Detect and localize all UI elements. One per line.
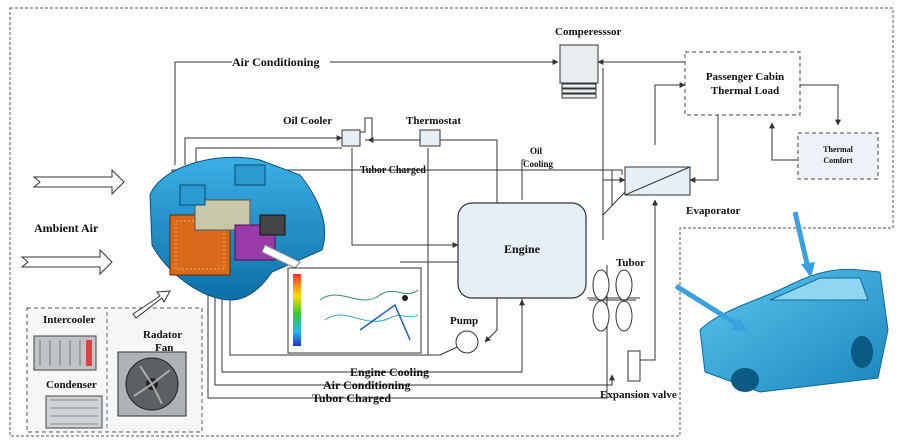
condenser-label: Condenser [46,379,97,391]
ambient-air-arrow-bottom [20,248,113,276]
oil-cooling-label-2: Cooling [523,159,554,169]
condenser-image [45,395,103,429]
inset-pointer-arrow [132,290,171,319]
radiator-fan-image [117,351,187,417]
engine-box [457,202,587,299]
oil-cooler-box [341,129,361,147]
car-model [699,268,889,393]
pump-icon [455,330,479,354]
heat-arrow-right [792,211,815,278]
thermal-comfort-box [797,132,879,180]
ambient-air-label: Ambient Air [34,221,99,235]
compressor-icon [559,44,599,99]
tubor-charged-top-label: Tubor Charged [360,165,426,176]
tubor-charged-bottom-label: Tubor Charged [312,391,392,405]
intercooler-image [33,335,97,371]
evaporator-label: Evaporator [686,205,741,217]
engine-bay-model [149,156,326,301]
tubor-label: Tubor [616,257,645,269]
outer-boundary [9,7,894,437]
fan-label: Fan [155,342,174,354]
passenger-cabin-box [684,51,801,116]
oil-cooler-label: Oil Cooler [283,115,333,127]
compressor-label: Comperesssor [555,26,622,38]
engine-label: Engine [503,242,540,256]
thermostat-box [419,129,441,147]
engine-cooling-label: Engine Cooling [350,365,430,379]
oil-cooling-label-1: Oil [530,146,543,156]
thermal-comfort-label-2: Comfort [823,156,853,165]
radiator-label: Radator [143,329,183,341]
thermal-load-label: Thermal Load [710,85,780,97]
intercooler-label: Intercooler [43,314,96,326]
cfd-result-image [287,267,422,354]
tubor-icon [589,269,636,332]
expansion-valve-icon [627,350,641,382]
ambient-air-arrow-top [32,168,125,196]
heat-arrow-left [674,283,748,332]
thermal-comfort-label-1: Thermal [823,145,853,154]
passenger-cabin-label: Passenger Cabin [705,71,785,83]
air-conditioning-bottom-label: Air Conditioning [323,378,411,392]
thermostat-label: Thermostat [406,115,461,127]
air-conditioning-top-label: Air Conditioning [232,55,320,69]
expansion-valve-label: Expansion valve [600,389,677,401]
evaporator-icon [624,166,691,196]
pump-label: Pump [450,315,479,327]
